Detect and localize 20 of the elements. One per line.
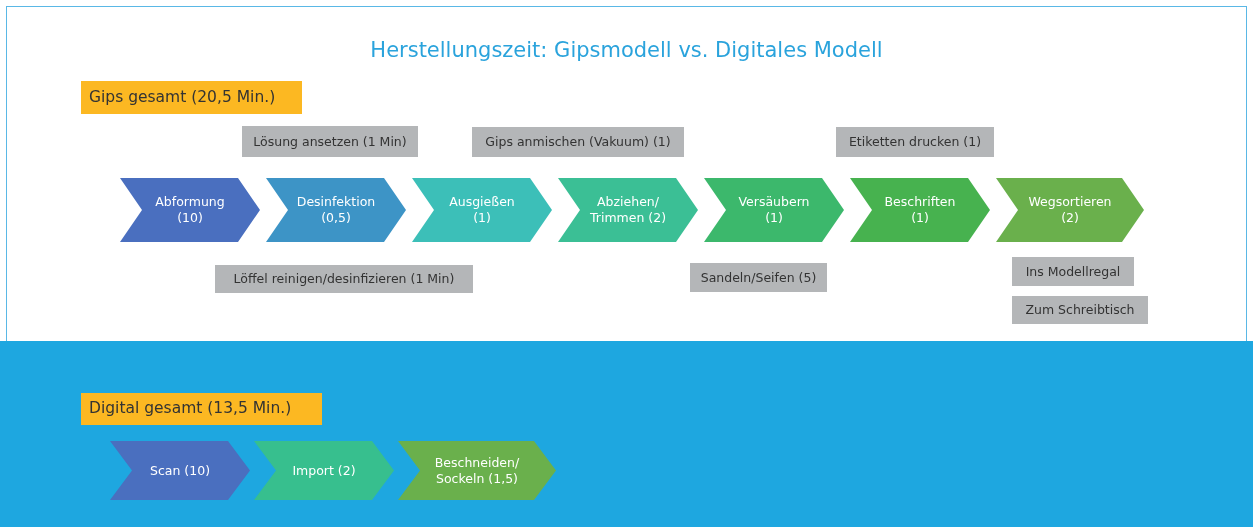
process-step-banner: Abziehen/ Trimmen (2) [558, 178, 698, 242]
substep-box: Etiketten drucken (1) [836, 127, 994, 157]
title: Herstellungszeit: Gipsmodell vs. Digitales Modell [369, 38, 884, 62]
process-step-banner: Wegsortieren (2) [996, 178, 1144, 242]
substep-box: Gips anmischen (Vakuum) (1) [472, 127, 684, 157]
substep-box: Ins Modellregal [1012, 257, 1134, 286]
substep-box: Löffel reinigen/desinfizieren (1 Min) [215, 265, 473, 293]
substep-box: Sandeln/Seifen (5) [690, 263, 827, 292]
substep-box: Lösung ansetzen (1 Min) [242, 126, 418, 157]
substep-box: Zum Schreibtisch [1012, 296, 1148, 324]
process-step-banner: Abformung (10) [120, 178, 260, 242]
total-time-label: Gips gesamt (20,5 Min.) [81, 81, 302, 114]
process-step-banner: Scan (10) [110, 441, 250, 500]
process-step-banner: Beschneiden/ Sockeln (1,5) [398, 441, 556, 500]
process-step-banner: Versäubern (1) [704, 178, 844, 242]
process-step-banner: Import (2) [254, 441, 394, 500]
process-step-banner: Ausgießen (1) [412, 178, 552, 242]
process-step-banner: Beschriften (1) [850, 178, 990, 242]
total-time-label: Digital gesamt (13,5 Min.) [81, 393, 322, 425]
process-step-banner: Desinfektion (0,5) [266, 178, 406, 242]
